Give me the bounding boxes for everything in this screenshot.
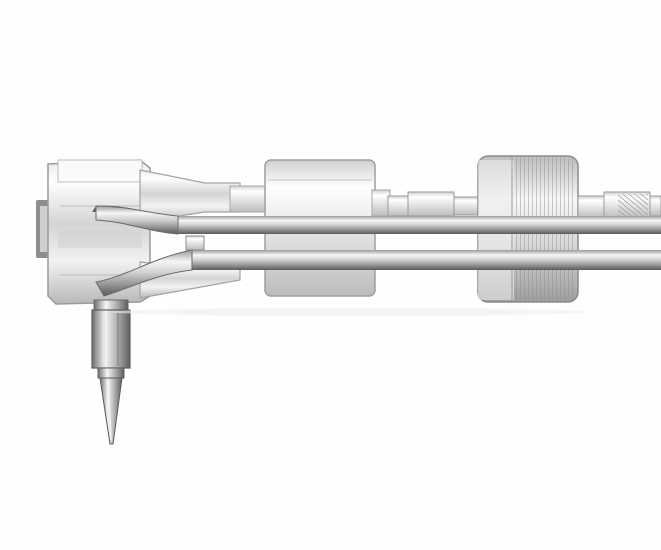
right-fitting	[577, 191, 661, 219]
supply-tubes	[92, 205, 661, 297]
spray-nozzle	[91, 299, 131, 445]
inline-fittings	[387, 191, 485, 217]
floor-shadow	[110, 308, 590, 316]
